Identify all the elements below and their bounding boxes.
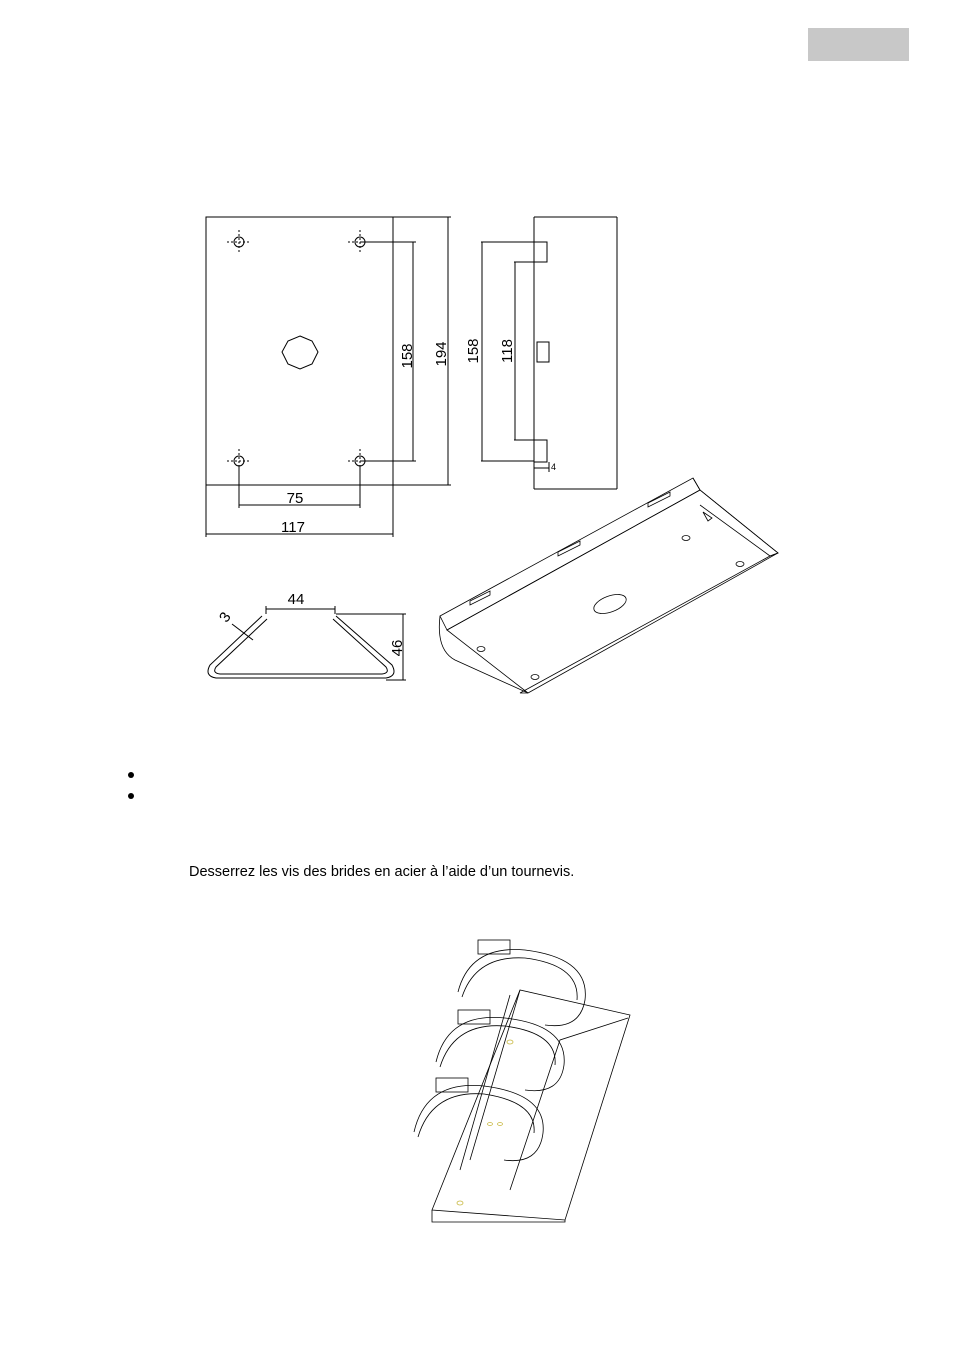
- instruction-text: Desserrez les vis des brides en acier à …: [189, 864, 575, 880]
- mounting-hole-icon: [227, 230, 251, 254]
- dim-front-hole-height: 158: [399, 343, 416, 368]
- dim-profile-thickness: 3: [216, 609, 235, 626]
- header-tag-box: [808, 28, 909, 61]
- dim-front-overall-width: 117: [281, 519, 305, 536]
- bracket-isometric-view: [438, 477, 779, 694]
- dim-side-thickness: 4: [551, 462, 556, 472]
- front-plate-outline: [205, 216, 394, 486]
- dim-profile-height: 46: [389, 640, 406, 657]
- front-view: [205, 216, 451, 537]
- cable-hole-icon: [281, 335, 319, 370]
- clamp-assembly-illustration: [413, 939, 631, 1223]
- dim-side-slot-spacing: 118: [499, 339, 516, 363]
- dim-front-hole-width: 75: [287, 490, 304, 507]
- dim-side-hole-spacing: 158: [465, 338, 482, 363]
- side-view: [481, 216, 618, 490]
- dim-front-overall-height: 194: [433, 341, 450, 366]
- dim-profile-top-width: 44: [288, 591, 305, 608]
- bullet-icon: [128, 793, 134, 799]
- bullet-icon: [128, 772, 134, 778]
- profile-view: [207, 606, 406, 681]
